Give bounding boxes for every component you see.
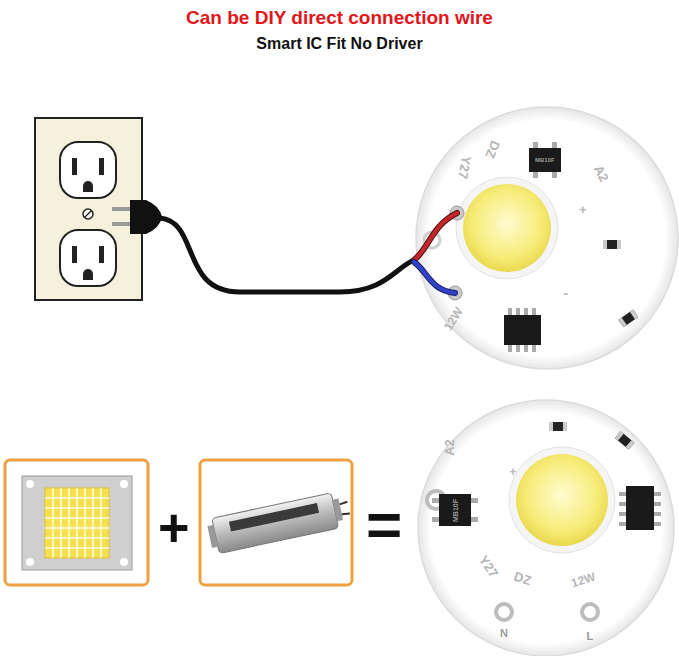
- silkscreen-label: 12W: [569, 570, 596, 589]
- silkscreen-label: DZ: [483, 139, 502, 160]
- blue-wire: [414, 262, 455, 293]
- equals-sign: =: [366, 494, 402, 556]
- red-wire: [414, 213, 457, 260]
- silkscreen-label: Y27: [456, 154, 473, 179]
- silkscreen-label: MB10F: [535, 157, 555, 163]
- title: Can be DIY direct connection wire: [0, 8, 679, 27]
- wall-outlet: [35, 118, 142, 300]
- silkscreen-label: 12W: [441, 305, 464, 332]
- silkscreen-label: +: [579, 203, 587, 216]
- silkscreen-label: L: [587, 631, 594, 642]
- silkscreen-label: +: [510, 466, 517, 478]
- led-board: A2 Y27 DZ 12W + - MB10F: [416, 107, 678, 369]
- bridge-chip: [432, 494, 478, 526]
- resistor: [603, 240, 621, 249]
- resistor: [618, 310, 638, 328]
- blue-wire: [414, 262, 455, 293]
- bridge-chip: [529, 142, 561, 178]
- resistor: [615, 431, 635, 449]
- silkscreen-label: Y27: [476, 553, 500, 579]
- silkscreen-label: A2: [591, 163, 610, 184]
- cob-led-picture: [5, 460, 148, 585]
- power-supply-picture: [200, 460, 352, 585]
- plus-sign: +: [158, 500, 190, 554]
- ic-chip: [619, 486, 661, 530]
- silkscreen-label: N: [500, 628, 508, 639]
- silkscreen-label: -: [564, 286, 569, 300]
- silkscreen-label: MB10F: [451, 499, 458, 522]
- silkscreen-label: DZ: [512, 569, 533, 587]
- silkscreen-label: A2: [442, 439, 455, 456]
- power-plug: [112, 200, 162, 234]
- red-wire: [414, 213, 457, 260]
- resistor: [549, 422, 567, 431]
- ic-chip: [504, 308, 541, 352]
- led-board: [416, 107, 678, 369]
- led-board: [418, 400, 674, 656]
- subtitle: Smart IC Fit No Driver: [0, 36, 679, 52]
- power-cord: [160, 218, 414, 292]
- led-board: A2 + MB10F Y27DZ 12W N L: [418, 400, 674, 656]
